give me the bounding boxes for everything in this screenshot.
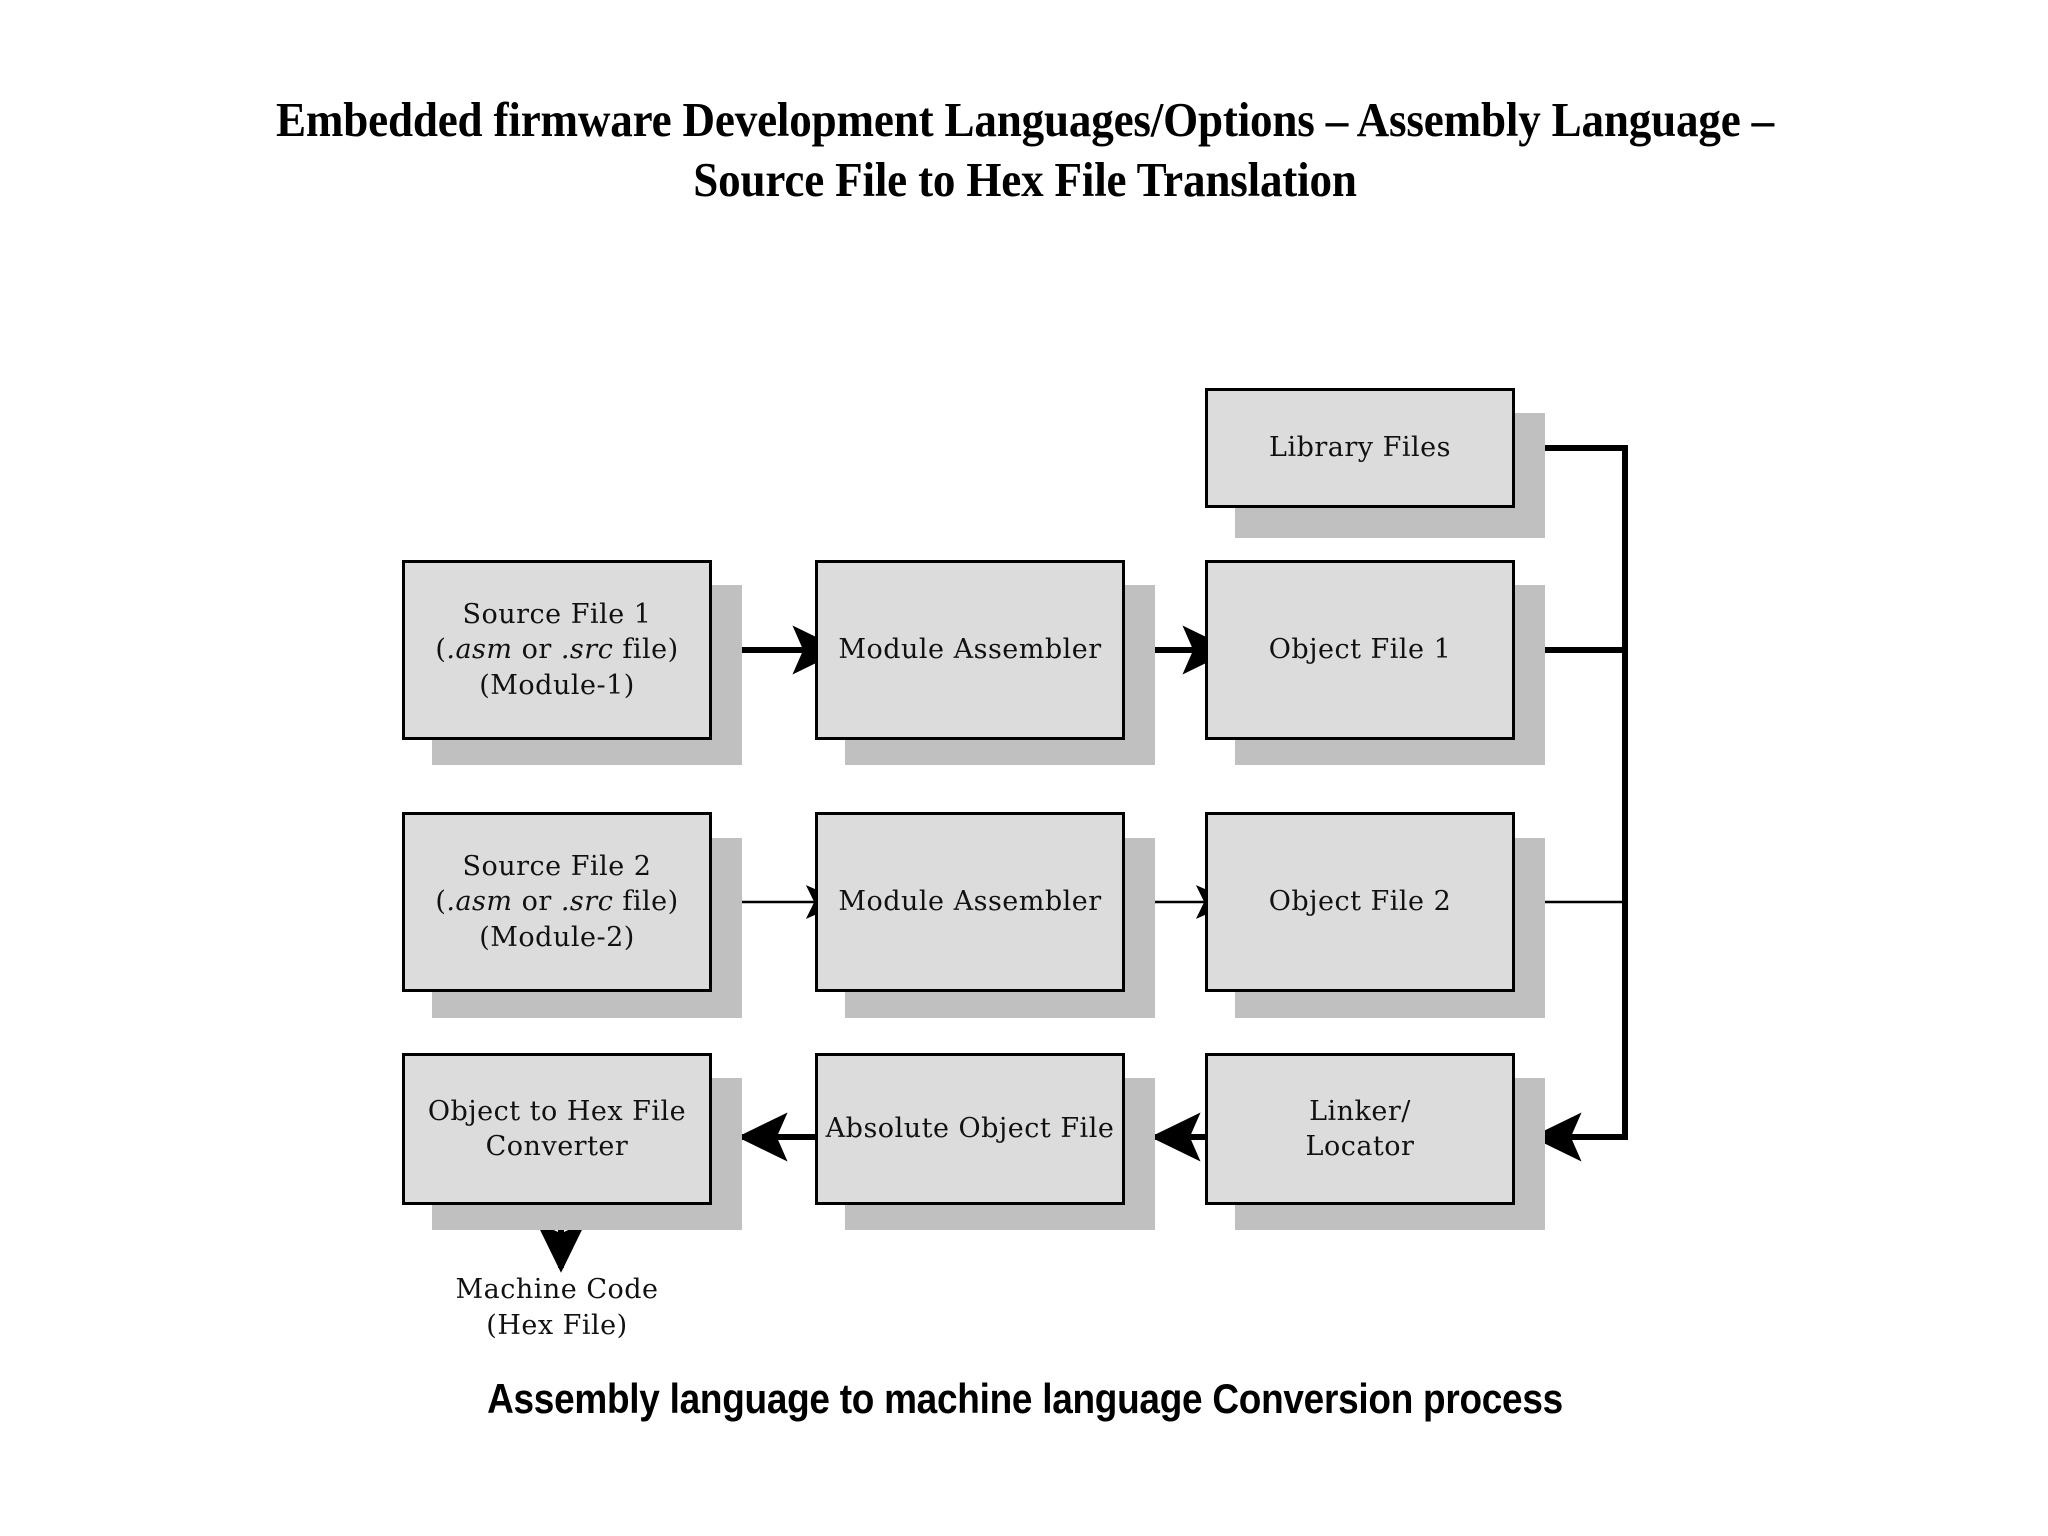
node-object-to-hex-converter[interactable]: Object to Hex File Converter — [402, 1053, 712, 1205]
node-source-file-2-ext-line: (.asm or .src file) — [435, 886, 679, 918]
node-object-file-1[interactable]: Object File 1 — [1205, 560, 1515, 740]
node-module-assembler-1-label: Module Assembler — [838, 634, 1102, 666]
label-machine-code: Machine Code (Hex File) — [455, 1274, 659, 1341]
node-absolute-object-file[interactable]: Absolute Object File — [815, 1053, 1125, 1205]
page-title: Embedded firmware Development Languages/… — [183, 90, 1867, 210]
node-linker-locator-label: Linker/ Locator — [1305, 1095, 1415, 1162]
node-source-file-2-label: Source File 2 (.asm or .src file) (Modul… — [435, 851, 679, 953]
node-object-file-2[interactable]: Object File 2 — [1205, 812, 1515, 992]
node-library-files-label: Library Files — [1269, 432, 1451, 464]
node-object-file-1-label: Object File 1 — [1268, 634, 1452, 666]
node-object-file-2-label: Object File 2 — [1268, 886, 1452, 918]
edge-bus-to-linker — [1531, 899, 1628, 1162]
node-source-file-1-ext-line: (.asm or .src file) — [435, 634, 679, 666]
node-source-file-2[interactable]: Source File 2 (.asm or .src file) (Modul… — [402, 812, 712, 992]
node-absolute-object-file-label: Absolute Object File — [825, 1113, 1115, 1145]
node-module-assembler-2[interactable]: Module Assembler — [815, 812, 1125, 992]
node-source-file-1[interactable]: Source File 1 (.asm or .src file) (Modul… — [402, 560, 712, 740]
node-source-file-1-label: Source File 1 (.asm or .src file) (Modul… — [435, 599, 679, 701]
node-module-assembler-1[interactable]: Module Assembler — [815, 560, 1125, 740]
node-module-assembler-2-label: Module Assembler — [838, 886, 1102, 918]
node-library-files[interactable]: Library Files — [1205, 388, 1515, 508]
page-title-line-2: Source File to Hex File Translation — [693, 151, 1357, 207]
node-object-to-hex-converter-label: Object to Hex File Converter — [427, 1095, 687, 1162]
page-title-line-1: Embedded firmware Development Languages/… — [275, 92, 1774, 147]
diagram-caption: Assembly language to machine language Co… — [487, 1375, 1563, 1422]
node-linker-locator[interactable]: Linker/ Locator — [1205, 1053, 1515, 1205]
